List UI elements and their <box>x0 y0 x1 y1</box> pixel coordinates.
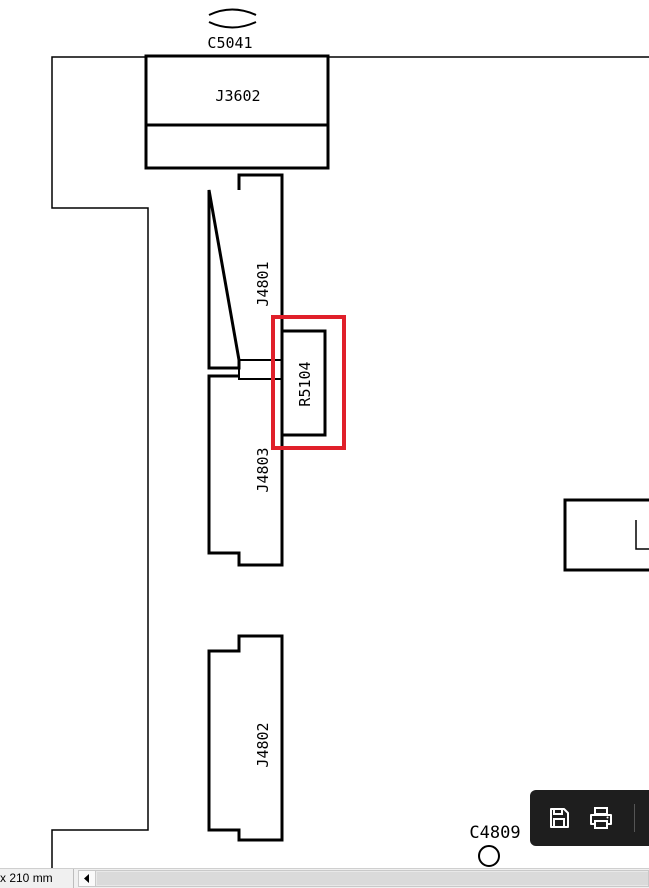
save-button[interactable] <box>542 802 576 834</box>
status-bar: x 210 mm <box>0 868 649 888</box>
arrow-left-icon <box>84 874 89 883</box>
j4803-connector[interactable] <box>207 374 284 567</box>
j3602-label: J3602 <box>215 87 260 105</box>
r5104-resistor[interactable] <box>280 329 327 437</box>
scrollbar-thumb[interactable] <box>97 872 648 885</box>
j4802-connector[interactable] <box>207 634 284 842</box>
save-icon <box>550 808 569 828</box>
j4803-label: J4803 <box>254 447 272 492</box>
c5041-symbol[interactable] <box>208 8 257 29</box>
c4809-pad[interactable] <box>478 845 500 867</box>
c5041-label: C5041 <box>207 34 252 52</box>
r5104-label: R5104 <box>296 361 314 406</box>
j4801-j4803-link <box>238 359 282 380</box>
c4809-label: C4809 <box>469 823 520 843</box>
print-icon <box>590 807 612 829</box>
j3602-connector[interactable] <box>144 54 330 170</box>
board-outline <box>51 56 649 868</box>
toolbar-separator <box>634 804 635 832</box>
horizontal-scrollbar[interactable] <box>78 870 649 887</box>
j4802-label: J4802 <box>254 722 272 767</box>
right-component[interactable] <box>563 498 649 572</box>
scroll-left-button[interactable] <box>79 871 96 886</box>
floating-toolbar <box>530 790 649 846</box>
j4801-label: J4801 <box>254 261 272 306</box>
print-button[interactable] <box>584 802 618 834</box>
page-size-readout: x 210 mm <box>0 869 74 888</box>
document-viewport[interactable]: C5041 J3602 J4801 J4803 R5104 J4802 C480… <box>0 0 649 868</box>
r5104-selection-highlight <box>271 315 346 450</box>
pcb-drawing: C5041 J3602 J4801 J4803 R5104 J4802 C480… <box>51 8 649 868</box>
